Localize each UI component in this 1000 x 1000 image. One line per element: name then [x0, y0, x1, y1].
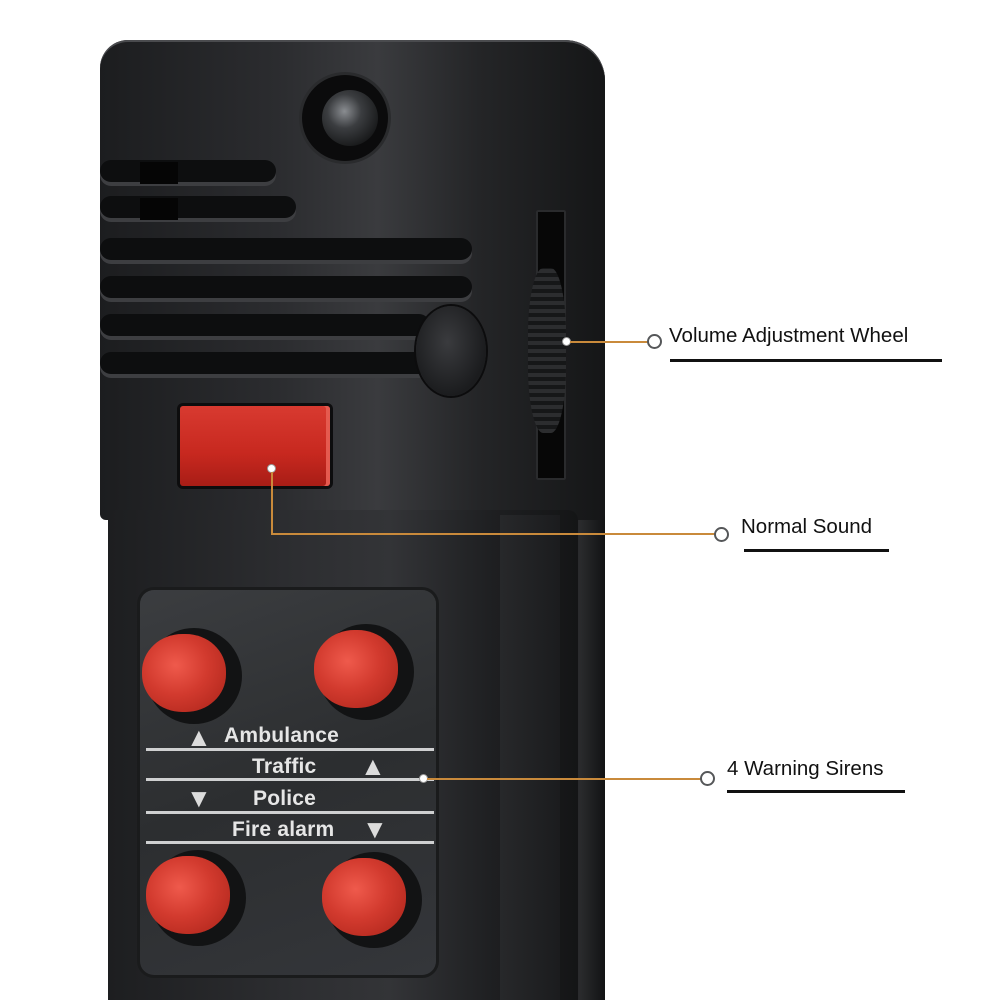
down-arrow-icon: ▼: [186, 783, 212, 813]
panel-divider: [146, 778, 434, 781]
volume-wheel[interactable]: [528, 268, 566, 433]
leader-line: [271, 472, 273, 534]
anchor-dot-icon: [268, 465, 275, 472]
panel-divider: [146, 841, 434, 844]
siren-button-ambulance[interactable]: [142, 628, 242, 724]
leader-line: [271, 533, 715, 535]
panel-label-traffic: Traffic: [252, 755, 317, 778]
ring-marker-icon: [714, 527, 729, 542]
siren-button-fire-alarm[interactable]: [322, 852, 422, 948]
leader-line: [427, 778, 701, 780]
leader-line: [570, 341, 650, 343]
callout-label: Volume Adjustment Wheel: [669, 324, 909, 347]
panel-label-police: Police: [253, 787, 317, 810]
side-knob[interactable]: [416, 306, 486, 396]
siren-button-traffic[interactable]: [314, 624, 414, 720]
callout-underline: [744, 549, 889, 552]
ring-marker-icon: [647, 334, 662, 349]
panel-label-ambulance: Ambulance: [224, 724, 339, 747]
panel-label-fire-alarm: Fire alarm: [232, 818, 335, 841]
anchor-dot-icon: [563, 338, 570, 345]
device-lower-side: [500, 515, 560, 1000]
panel-divider: [146, 811, 434, 814]
callout-underline: [727, 790, 905, 793]
callout-underline: [670, 359, 942, 362]
up-arrow-icon: ▲: [186, 722, 212, 752]
normal-sound-switch[interactable]: [180, 406, 330, 486]
up-arrow-icon: ▲: [360, 751, 386, 781]
callout-label: 4 Warning Sirens: [727, 757, 884, 780]
led-lens-icon: [322, 90, 378, 146]
panel-divider: [146, 748, 434, 751]
down-arrow-icon: ▼: [362, 814, 388, 844]
ring-marker-icon: [700, 771, 715, 786]
anchor-dot-icon: [420, 775, 427, 782]
siren-button-police[interactable]: [146, 850, 246, 946]
callout-label: Normal Sound: [741, 515, 873, 538]
